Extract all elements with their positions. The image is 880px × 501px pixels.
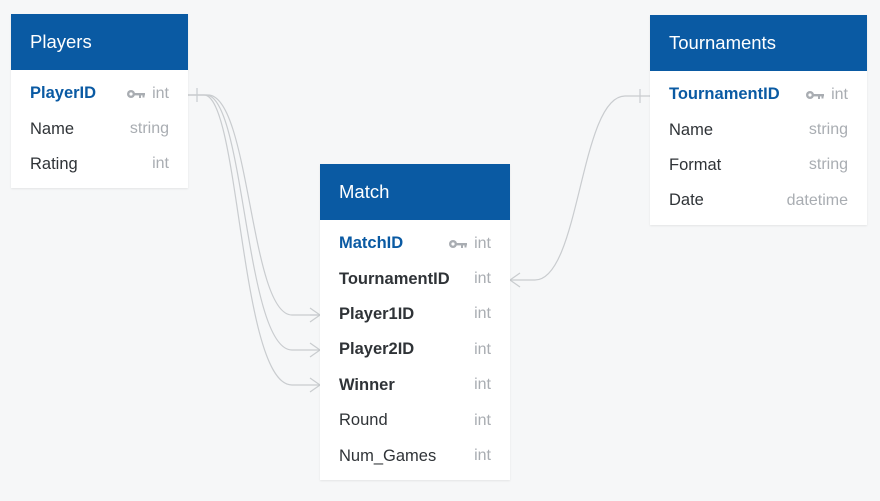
key-icon [126, 89, 146, 99]
table-title: Match [339, 181, 390, 202]
field-type: int [474, 234, 491, 252]
field-name: Name [30, 119, 75, 138]
field-row[interactable]: Format string [650, 148, 867, 183]
players-table[interactable]: Players PlayerID int Name string Rating … [11, 14, 188, 189]
field-type: string [808, 156, 848, 174]
field-type: int [474, 411, 491, 429]
field-row[interactable]: Name string [650, 112, 867, 147]
field-name: Winner [339, 375, 395, 394]
field-name: Date [669, 191, 704, 210]
field-type: string [129, 120, 169, 138]
field-row[interactable]: TournamentID int [650, 77, 867, 112]
field-type: datetime [786, 191, 848, 209]
players-table-header[interactable]: Players [11, 14, 188, 70]
tournaments-table-header[interactable]: Tournaments [650, 15, 867, 71]
connector-tournamentid [510, 95, 650, 281]
field-name: Num_Games [339, 446, 437, 465]
field-row[interactable]: MatchID int [320, 226, 510, 261]
field-name: MatchID [339, 234, 404, 253]
field-type: int [474, 376, 491, 394]
field-type: int [474, 340, 491, 358]
field-row[interactable]: Date datetime [650, 183, 867, 218]
field-name: TournamentID [339, 269, 450, 288]
crowfoot-player2id [309, 342, 321, 358]
connector-winner [188, 94, 320, 386]
crowfoot-winner [309, 377, 321, 393]
match-table[interactable]: Match MatchID int TournamentID int Playe… [320, 164, 510, 480]
key-icon [448, 239, 468, 249]
field-row[interactable]: Round int [320, 403, 510, 438]
field-name: Player2ID [339, 340, 415, 359]
field-name: TournamentID [669, 85, 780, 104]
field-name: PlayerID [30, 84, 97, 103]
field-type: int [152, 155, 169, 173]
connector-player1id [188, 94, 320, 316]
field-row[interactable]: Num_Games int [320, 438, 510, 473]
field-type: int [474, 305, 491, 323]
field-row[interactable]: Player2ID int [320, 332, 510, 367]
table-title: Players [30, 31, 92, 52]
tournaments-table[interactable]: Tournaments TournamentID int Name string… [650, 15, 867, 225]
field-name: Name [669, 120, 714, 139]
field-row[interactable]: Name string [11, 111, 188, 146]
field-row[interactable]: Player1ID int [320, 297, 510, 332]
match-table-header[interactable]: Match [320, 164, 510, 220]
crowfoot-player1id [309, 307, 321, 323]
field-name: Rating [30, 154, 78, 173]
field-name: Round [339, 411, 388, 430]
crowfoot-tournamentid [509, 272, 521, 288]
field-name: Player1ID [339, 304, 415, 323]
field-name: Format [669, 155, 722, 174]
key-icon [805, 90, 825, 100]
field-row[interactable]: TournamentID int [320, 261, 510, 296]
connector-player2id [188, 94, 320, 351]
field-type: int [474, 447, 491, 465]
field-row[interactable]: Rating int [11, 147, 188, 182]
field-type: string [808, 121, 848, 139]
field-row[interactable]: PlayerID int [11, 76, 188, 111]
field-row[interactable]: Winner int [320, 368, 510, 403]
field-type: int [831, 85, 848, 103]
field-type: int [152, 84, 169, 102]
field-type: int [474, 270, 491, 288]
table-title: Tournaments [669, 32, 776, 53]
